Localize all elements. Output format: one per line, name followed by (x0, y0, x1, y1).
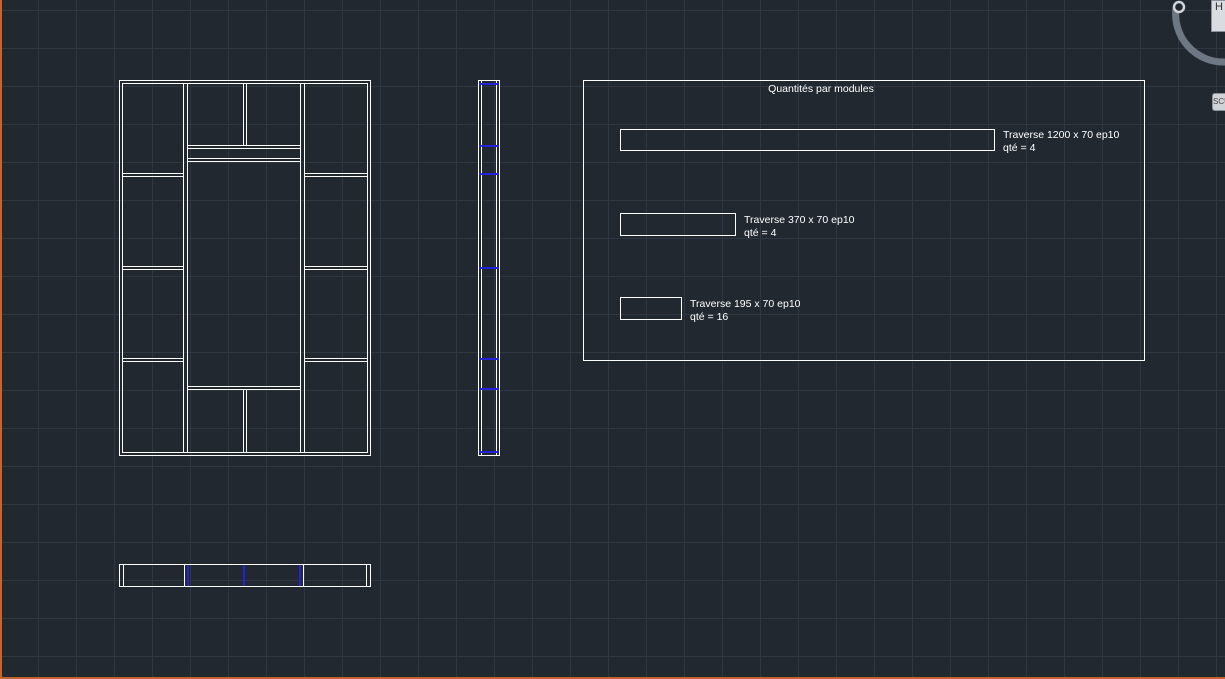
table-frame (583, 80, 1145, 361)
viewport-border-bottom (0, 677, 1225, 679)
wcs-menu-label: SCU (1213, 97, 1225, 106)
part-370-qty: qté = 4 (744, 227, 777, 239)
part-370-shape[interactable] (620, 213, 736, 236)
top-view[interactable] (119, 564, 371, 587)
side-elevation[interactable] (478, 80, 500, 456)
viewport-border-left (0, 0, 2, 679)
wcs-menu-button[interactable]: SCU (1212, 93, 1225, 111)
part-1200-shape[interactable] (620, 129, 995, 151)
viewcube-face[interactable]: H (1211, 0, 1225, 32)
viewcube-face-label: H (1215, 1, 1223, 13)
part-195-label: Traverse 195 x 70 ep10 (690, 298, 801, 310)
part-195-qty: qté = 16 (690, 311, 728, 323)
quantities-table[interactable]: Quantités par modules Traverse 1200 x 70… (583, 80, 1145, 361)
front-elevation[interactable] (119, 80, 371, 456)
viewcube-ring[interactable] (1168, 0, 1225, 70)
part-1200-label: Traverse 1200 x 70 ep10 (1003, 129, 1120, 141)
compass-dot-icon (1172, 0, 1186, 14)
part-1200-qty: qté = 4 (1003, 142, 1036, 154)
table-title: Quantités par modules (768, 83, 874, 95)
part-370-label: Traverse 370 x 70 ep10 (744, 214, 855, 226)
part-195-shape[interactable] (620, 297, 682, 320)
